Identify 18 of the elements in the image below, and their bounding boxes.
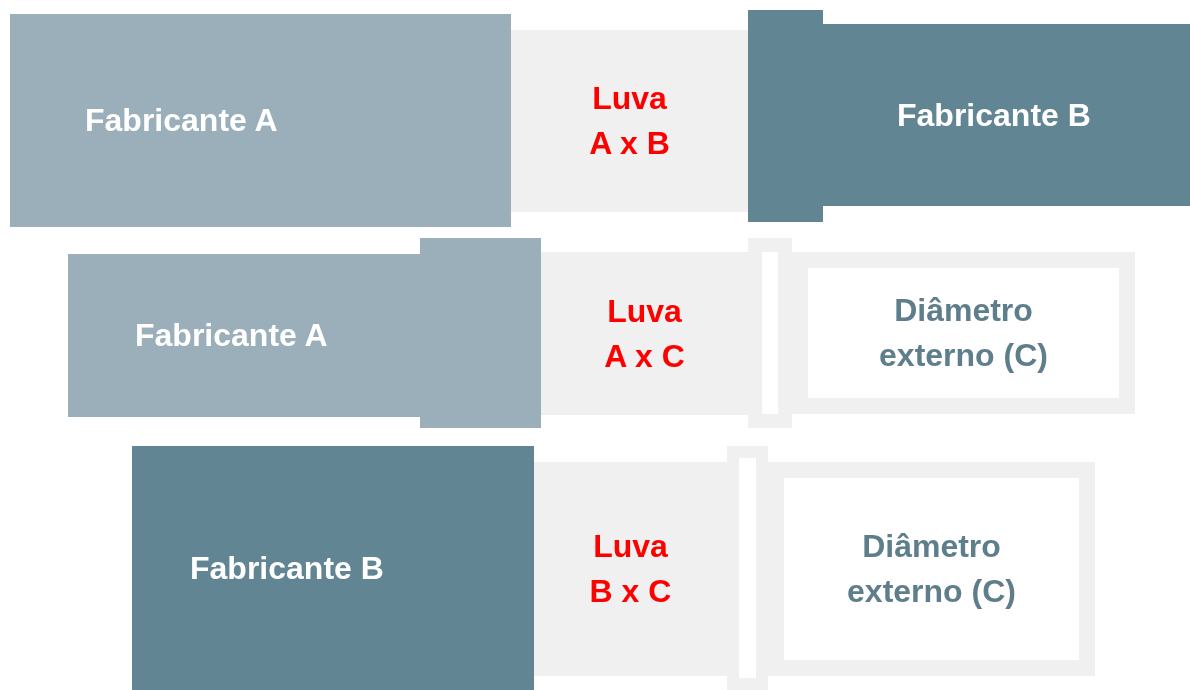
node-label: Luva A x C	[603, 291, 686, 376]
pipe-section	[823, 24, 1190, 206]
pipe-collar	[420, 238, 541, 428]
node-label: Luva B x C	[588, 527, 673, 611]
sleeve-section	[541, 252, 748, 415]
node-label: Diâmetro externo (C)	[846, 527, 1017, 611]
node-label: Fabricante A	[85, 101, 278, 141]
node-label: Fabricante B	[897, 95, 1091, 135]
pipe-section	[132, 446, 534, 690]
pipe-section	[68, 254, 420, 417]
sleeve-section	[534, 462, 727, 676]
node-label: Diâmetro externo (C)	[878, 291, 1049, 375]
node-label: Luva A x B	[588, 79, 671, 163]
pipe-collar	[748, 10, 823, 222]
pipe-section	[10, 14, 511, 227]
sleeve-section	[511, 30, 748, 212]
node-label: Fabricante B	[190, 548, 384, 588]
node-label: Fabricante A	[135, 316, 328, 356]
